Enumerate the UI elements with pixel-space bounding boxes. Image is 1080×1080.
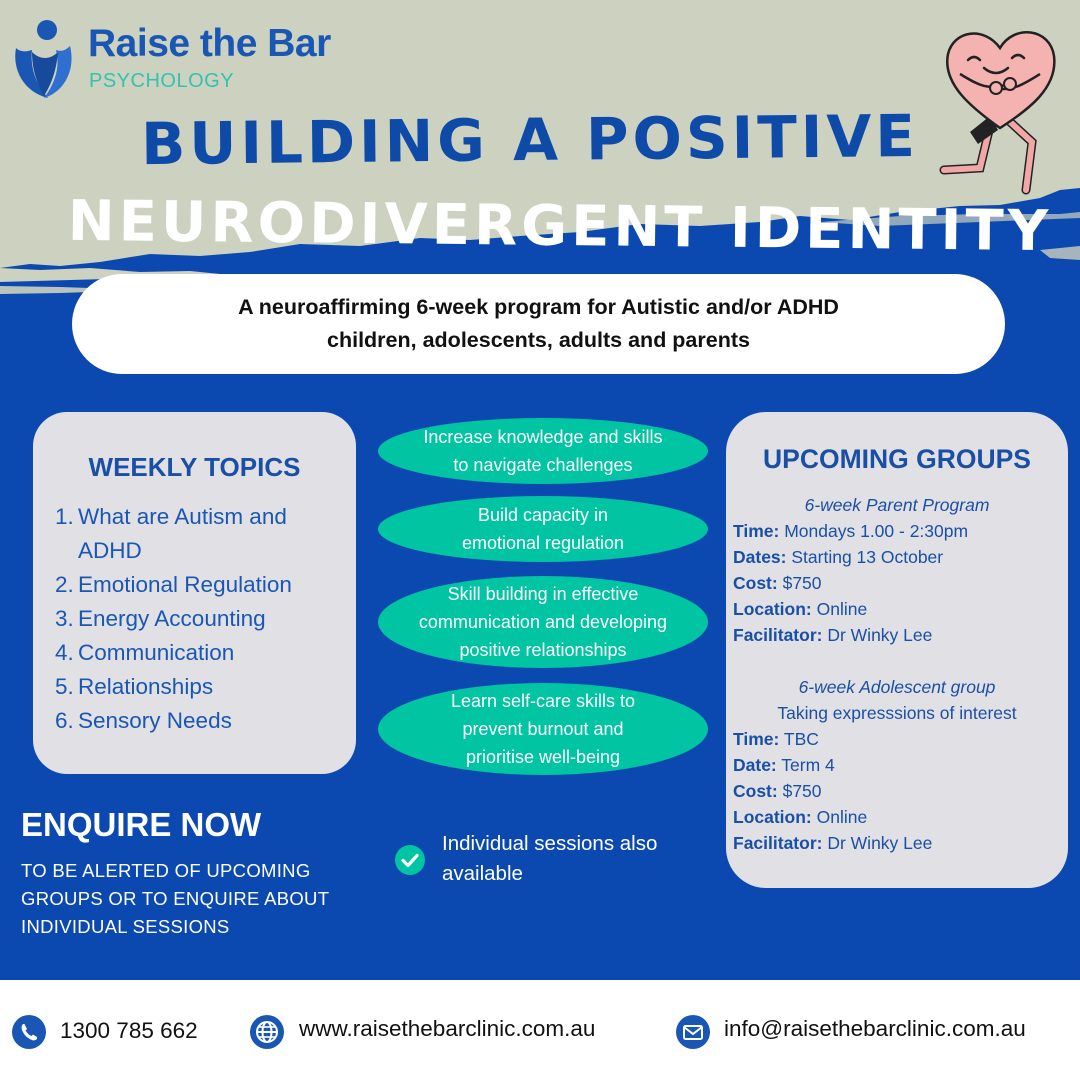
heart-character-icon bbox=[939, 31, 1056, 195]
page-title-line-2: NEURODIVERGENT IDENTITY bbox=[67, 188, 1053, 265]
individual-sessions-text: Individual sessions also bbox=[442, 832, 658, 855]
list-item-number: 5. bbox=[55, 674, 74, 699]
enquire-text: INDIVIDUAL SESSIONS bbox=[21, 916, 230, 937]
list-item-number: 6. bbox=[55, 708, 74, 733]
individual-sessions-text: available bbox=[442, 862, 523, 885]
list-item-number: 4. bbox=[55, 640, 74, 665]
header-background bbox=[0, 0, 1080, 300]
list-item-text: Sensory Needs bbox=[78, 708, 232, 733]
goal-oval-self-care: Learn self-care skills to prevent burnou… bbox=[378, 683, 708, 775]
goal-text: prevent burnout and bbox=[462, 719, 624, 739]
list-item: 6. Sensory Needs bbox=[55, 704, 355, 738]
goal-text: emotional regulation bbox=[461, 533, 625, 553]
adolescent-date: Date: Term 4 bbox=[733, 755, 835, 775]
phone-icon bbox=[12, 1015, 46, 1049]
globe-icon bbox=[250, 1015, 284, 1049]
subtitle-line-1: A neuroaffirming 6-week program for Auti… bbox=[238, 295, 839, 319]
goal-text: Learn self-care skills to bbox=[450, 691, 636, 711]
enquire-heading: ENQUIRE NOW bbox=[21, 806, 262, 843]
adolescent-group-title: 6-week Adolescent group bbox=[798, 677, 996, 697]
parent-location: Location: Online bbox=[733, 599, 868, 619]
goal-text: Build capacity in bbox=[477, 505, 609, 525]
enquire-text: TO BE ALERTED OF UPCOMING bbox=[21, 860, 311, 881]
list-item-number: 1. bbox=[55, 504, 74, 529]
parent-dates: Dates: Starting 13 October bbox=[733, 547, 944, 567]
email-link[interactable]: info@raisethebarclinic.com.au bbox=[724, 1016, 1026, 1041]
contact-footer: 1300 785 662 www.raisethebarclinic.com.a… bbox=[0, 980, 1080, 1080]
parent-facilitator: Facilitator: Dr Winky Lee bbox=[733, 625, 933, 645]
weekly-topics-heading: WEEKLY TOPICS bbox=[88, 452, 301, 482]
goal-oval-knowledge: Increase knowledge and skills to navigat… bbox=[378, 418, 708, 484]
list-item: 4. Communication bbox=[55, 636, 355, 670]
adolescent-location: Location: Online bbox=[733, 807, 868, 827]
brand-subtitle: PSYCHOLOGY bbox=[89, 70, 235, 92]
upcoming-groups-heading: UPCOMING GROUPS bbox=[763, 444, 1031, 474]
list-item-number: 2. bbox=[55, 572, 74, 597]
goal-text: Increase knowledge and skills bbox=[423, 427, 663, 447]
page-title-line-1: BUILDING A POSITIVE bbox=[140, 101, 920, 179]
goal-text: positive relationships bbox=[459, 640, 627, 660]
mail-icon bbox=[676, 1015, 710, 1049]
goal-oval-regulation: Build capacity in emotional regulation bbox=[378, 496, 708, 562]
upcoming-groups-card: UPCOMING GROUPS 6-week Parent Program Ti… bbox=[726, 412, 1068, 888]
enquire-text: GROUPS OR TO ENQUIRE ABOUT bbox=[21, 888, 330, 909]
parent-program-title: 6-week Parent Program bbox=[804, 495, 990, 515]
list-item: 2. Emotional Regulation bbox=[55, 568, 355, 602]
goal-oval-communication: Skill building in effective communicatio… bbox=[378, 576, 708, 668]
goal-text: prioritise well-being bbox=[465, 747, 621, 767]
adolescent-time: Time: TBC bbox=[733, 729, 819, 749]
subtitle-banner: A neuroaffirming 6-week program for Auti… bbox=[72, 274, 1005, 374]
adolescent-facilitator: Facilitator: Dr Winky Lee bbox=[733, 833, 933, 853]
adolescent-cost: Cost: $750 bbox=[733, 781, 822, 801]
adolescent-group-note: Taking expresssions of interest bbox=[777, 703, 1017, 723]
list-item-number: 3. bbox=[55, 606, 74, 631]
goal-text: to navigate challenges bbox=[453, 455, 633, 475]
goal-text: Skill building in effective bbox=[447, 584, 639, 604]
brand-name: Raise the Bar bbox=[88, 22, 331, 65]
parent-cost: Cost: $750 bbox=[733, 573, 822, 593]
list-item-text: Energy Accounting bbox=[78, 606, 266, 631]
list-item-text: Emotional Regulation bbox=[78, 572, 292, 597]
list-item-text: Communication bbox=[78, 640, 235, 665]
subtitle-line-2: children, adolescents, adults and parent… bbox=[327, 328, 750, 352]
goal-text: communication and developing bbox=[418, 612, 668, 632]
phone-number[interactable]: 1300 785 662 bbox=[60, 1018, 198, 1043]
parent-time: Time: Mondays 1.00 - 2:30pm bbox=[733, 521, 969, 541]
list-item: 5. Relationships bbox=[55, 670, 355, 704]
list-item-text: Relationships bbox=[78, 674, 214, 699]
check-icon bbox=[395, 845, 425, 875]
list-item: 3. Energy Accounting bbox=[55, 602, 355, 636]
logo-mark-icon bbox=[15, 20, 72, 98]
website-link[interactable]: www.raisethebarclinic.com.au bbox=[299, 1016, 596, 1041]
